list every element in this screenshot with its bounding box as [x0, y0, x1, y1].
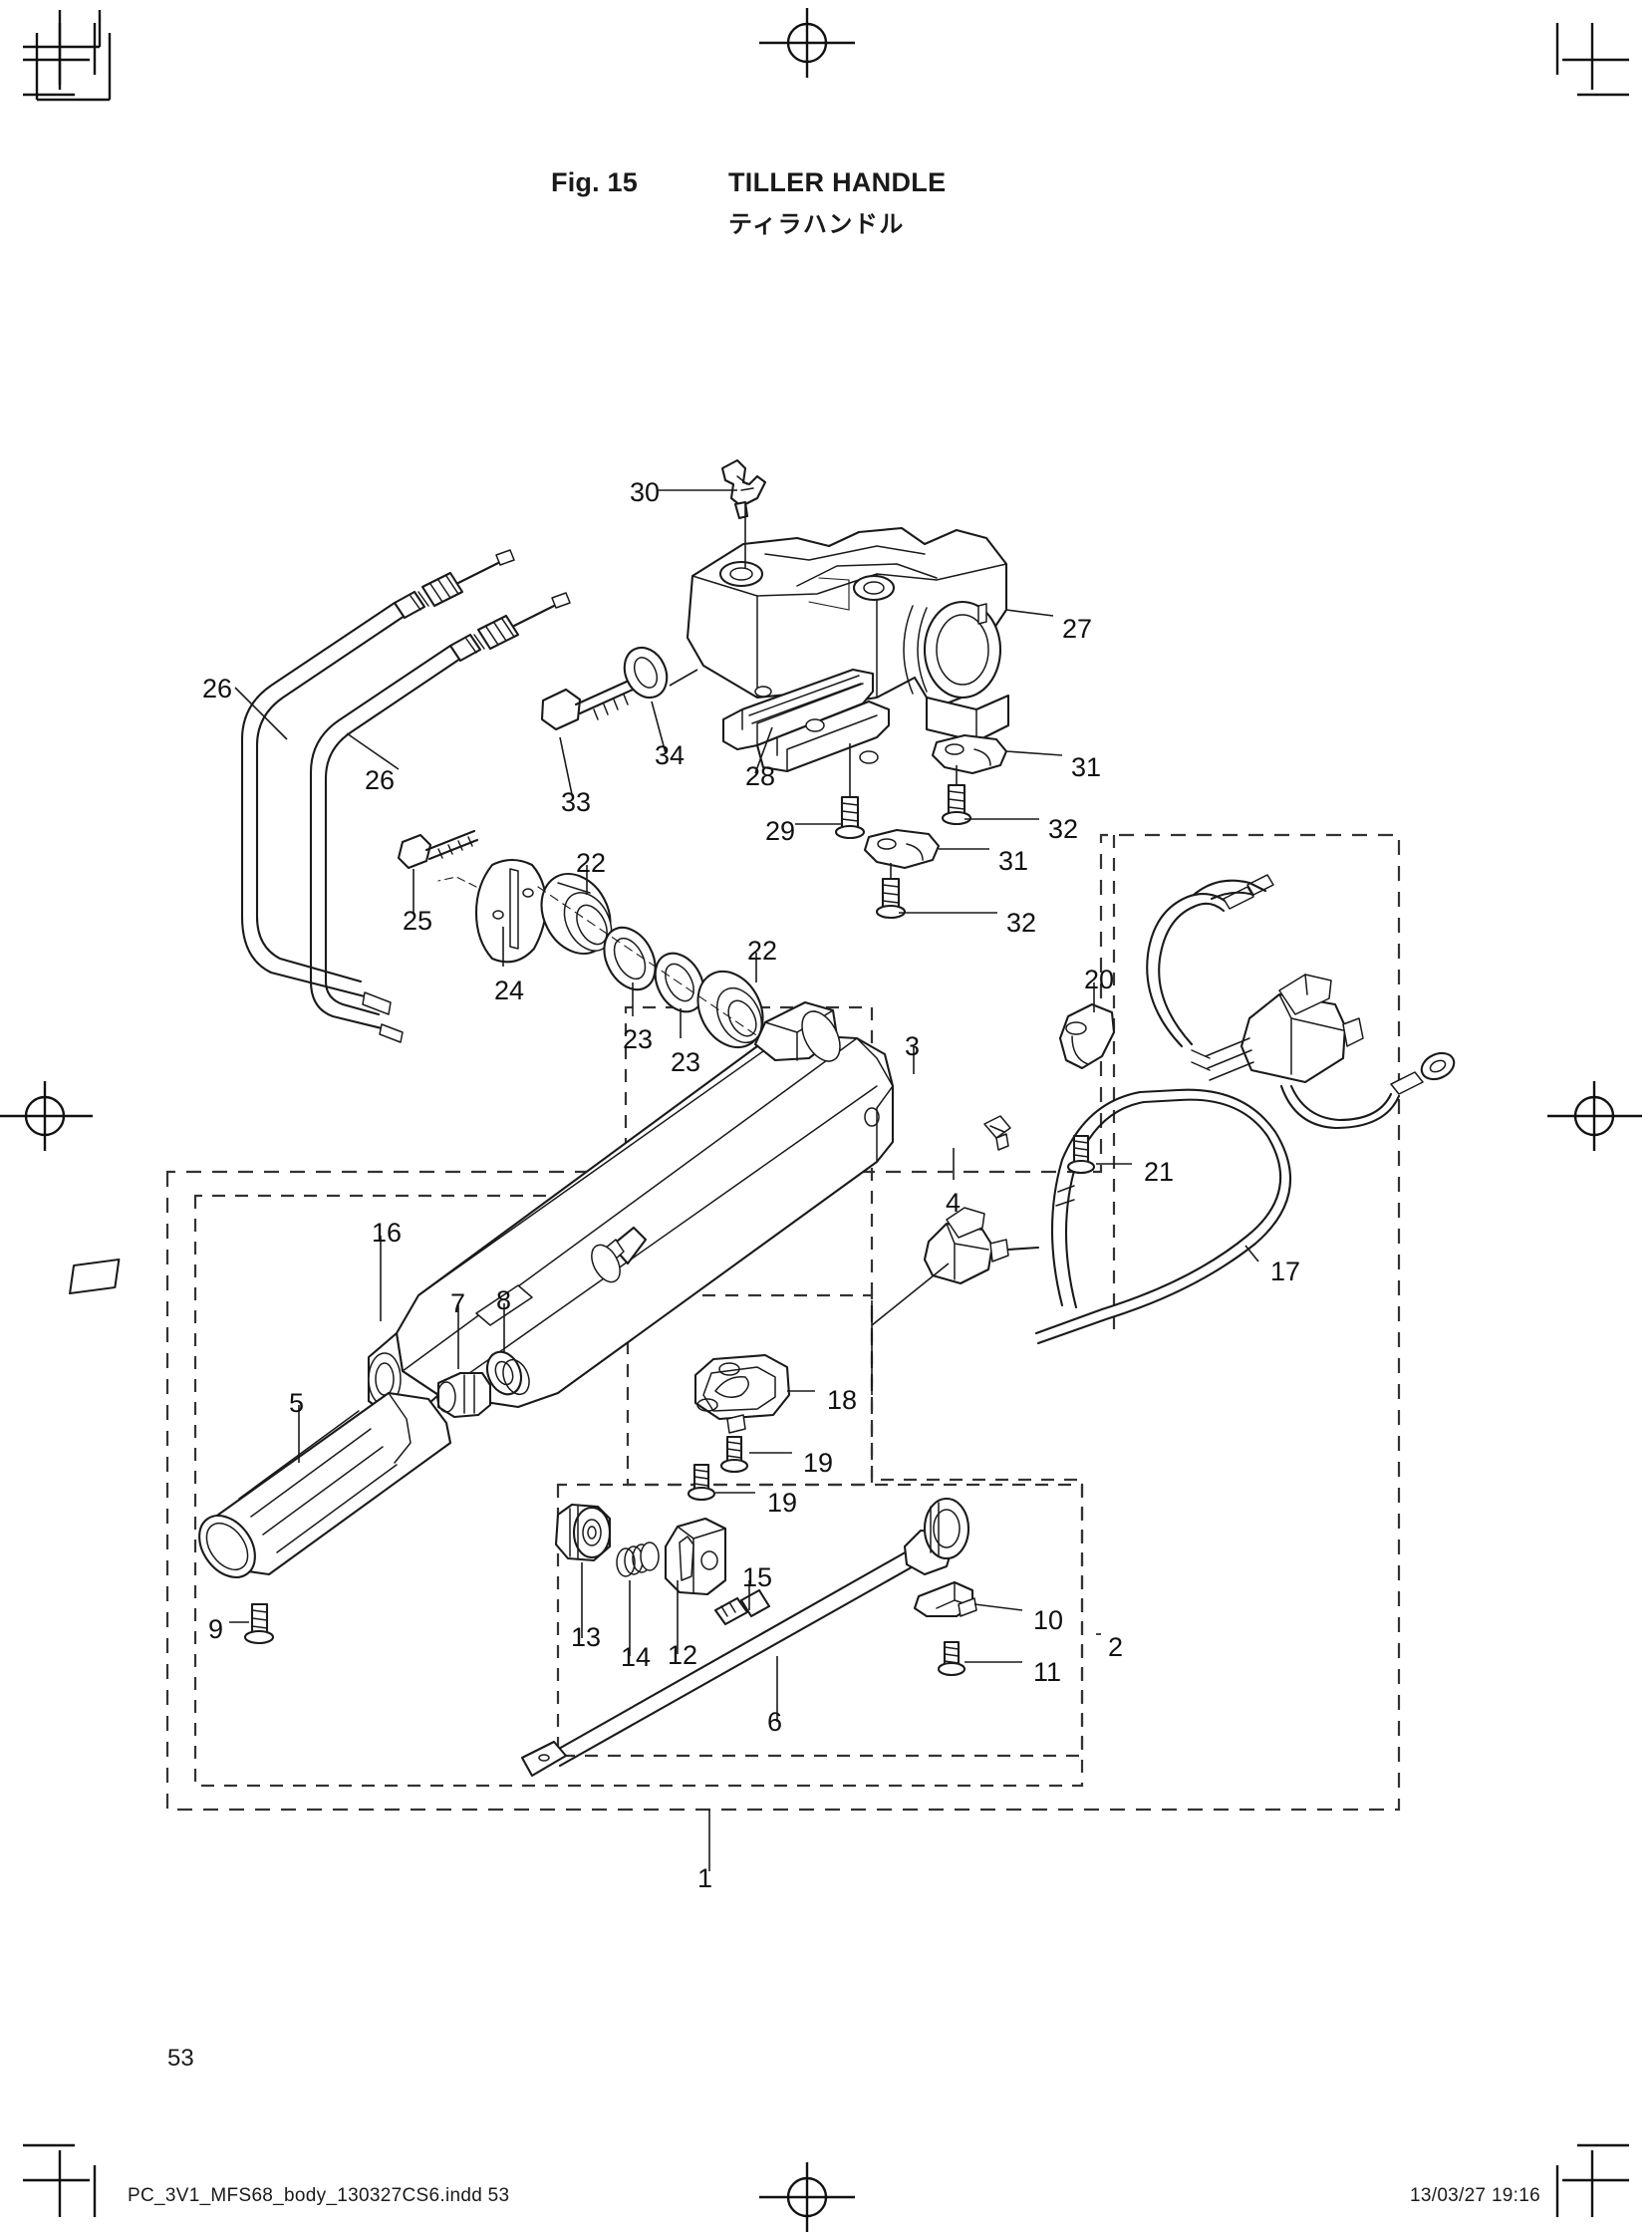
- part-19-screw-a: [719, 1435, 749, 1474]
- part-22-bushing-upper: [540, 872, 613, 956]
- part-12-switch-housing: [664, 1517, 727, 1596]
- part-11-screw: [937, 1640, 966, 1677]
- footer-timestamp: 13/03/27 19:16: [1410, 2185, 1540, 2206]
- part-16-label: [69, 1258, 121, 1295]
- callout-pivot-bolt: 33: [561, 787, 592, 817]
- figure-number: Fig. 15: [551, 167, 638, 197]
- callout-screw-handle-arm: 4: [946, 1188, 962, 1218]
- callout-warning-label: 16: [372, 1218, 403, 1248]
- part-15-screw: [713, 1588, 771, 1626]
- callout-washer-b: 23: [671, 1047, 701, 1077]
- part-14-spring: [616, 1541, 660, 1577]
- callout-stop-switch-lanyard: 6: [767, 1707, 783, 1737]
- callout-screw-bracket-a: 19: [803, 1448, 834, 1478]
- callout-harness-clamp: 20: [1084, 965, 1115, 994]
- part-13-switch-knob: [554, 1503, 612, 1562]
- part-32-screw-lower: [875, 877, 907, 920]
- group-1-outline: [165, 833, 1401, 1812]
- part-29-screw: [834, 795, 866, 840]
- callout-pivot-washer: 34: [655, 740, 686, 770]
- part-30-retainer-clip: [720, 458, 767, 520]
- part-8-washer: [485, 1350, 530, 1396]
- part-18-switch-bracket: [693, 1353, 791, 1434]
- group-boundaries: [165, 833, 1401, 1812]
- page-number: 53: [167, 2045, 194, 2072]
- part-10-clip-plate: [913, 1580, 977, 1618]
- callout-handle-grip: 5: [289, 1388, 305, 1418]
- callout-stop-switch-sub-group: 2: [1108, 1632, 1124, 1662]
- part-31-cable-clamp-upper: [931, 733, 1008, 775]
- callout-tiller-bracket-housing: 27: [1062, 614, 1093, 644]
- part-24-throttle-plate: [437, 858, 548, 964]
- callout-cable-clamp-lower: 31: [998, 846, 1029, 876]
- callout-switch-bracket: 18: [827, 1385, 858, 1415]
- part-20-harness-clamp: [1058, 1002, 1116, 1070]
- callout-screw-stop-switch: 15: [742, 1562, 773, 1592]
- part-17-wire-harness: [923, 874, 1456, 1345]
- callout-cable-clamp-upper: 31: [1071, 752, 1102, 782]
- callout-throttle-cable-a: 26: [202, 674, 233, 703]
- callout-stop-switch-housing: 12: [668, 1640, 698, 1670]
- part-7-end-cap: [436, 1371, 492, 1419]
- callout-throttle-cable-b: 26: [365, 765, 396, 795]
- callout-clip-plate: 10: [1033, 1605, 1064, 1635]
- callout-throttle-plate: 24: [494, 976, 525, 1005]
- page-title-english: TILLER HANDLE: [728, 167, 947, 197]
- registration-target-left: [0, 1081, 93, 1151]
- callout-washer-a: 23: [623, 1024, 654, 1054]
- part-26-throttle-cables: [240, 549, 571, 1043]
- footer-filename: PC_3V1_MFS68_body_130327CS6.indd 53: [128, 2185, 510, 2206]
- crop-marks: [0, 8, 1642, 2232]
- part-19-screw-b: [687, 1463, 716, 1502]
- callout-screw-clamp-lower: 32: [1006, 908, 1037, 938]
- part-32-screw-upper: [941, 783, 972, 826]
- group-2-outline: [556, 1483, 1084, 1758]
- callout-screw-clamp-upper: 32: [1048, 814, 1079, 844]
- callout-tiller-handle-assembly-group: 1: [697, 1863, 713, 1893]
- part-6-lanyard: [520, 1497, 970, 1778]
- part-34-pivot-washer: [623, 646, 669, 700]
- callout-screw-harness-clamp: 21: [1144, 1157, 1175, 1187]
- callout-tiller-handle-arm: 3: [905, 1031, 921, 1061]
- registration-target-bottom: [759, 2162, 855, 2232]
- callout-stop-switch-knob: 13: [571, 1622, 602, 1652]
- callout-grip-washer: 8: [496, 1285, 512, 1315]
- part-9-screw: [243, 1602, 275, 1645]
- group-18-outline: [626, 1293, 874, 1487]
- callout-wire-harness: 17: [1270, 1257, 1301, 1286]
- part-5-handle-grip: [198, 1391, 452, 1578]
- part-28-slide-rail: [721, 668, 891, 773]
- callout-stop-switch-spring: 14: [621, 1642, 652, 1672]
- callout-screw-slide-rail: 29: [765, 816, 796, 846]
- part-21-screw: [1066, 1134, 1096, 1175]
- callout-bushing-upper: 22: [576, 848, 607, 878]
- part-27-bracket-housing: [686, 526, 1010, 743]
- part-23-washer-a: [603, 926, 657, 991]
- callout-bolt-throttle-plate: 25: [403, 906, 433, 936]
- callout-screw-bracket-b: 19: [767, 1488, 798, 1518]
- callout-grip-end-cap: 7: [450, 1288, 466, 1318]
- page-title-japanese: ティラハンドル: [728, 211, 905, 238]
- callout-cable-retainer-clip: 30: [630, 477, 661, 507]
- registration-target-right: [1547, 1081, 1642, 1151]
- part-22-bushing-lower: [696, 970, 764, 1049]
- callout-slide-rail: 28: [745, 761, 776, 791]
- registration-target-top: [759, 8, 855, 78]
- leader-lines: [229, 489, 1259, 1871]
- callout-bushing-lower: 22: [747, 936, 778, 966]
- part-31-cable-clamp-lower: [863, 828, 941, 870]
- part-4-screw: [983, 1115, 1011, 1151]
- callout-screw-clip: 11: [1033, 1657, 1062, 1687]
- part-3-handle-arm: [367, 1000, 895, 1429]
- callout-screw-grip: 9: [208, 1614, 224, 1644]
- part-25-bolt: [397, 829, 479, 870]
